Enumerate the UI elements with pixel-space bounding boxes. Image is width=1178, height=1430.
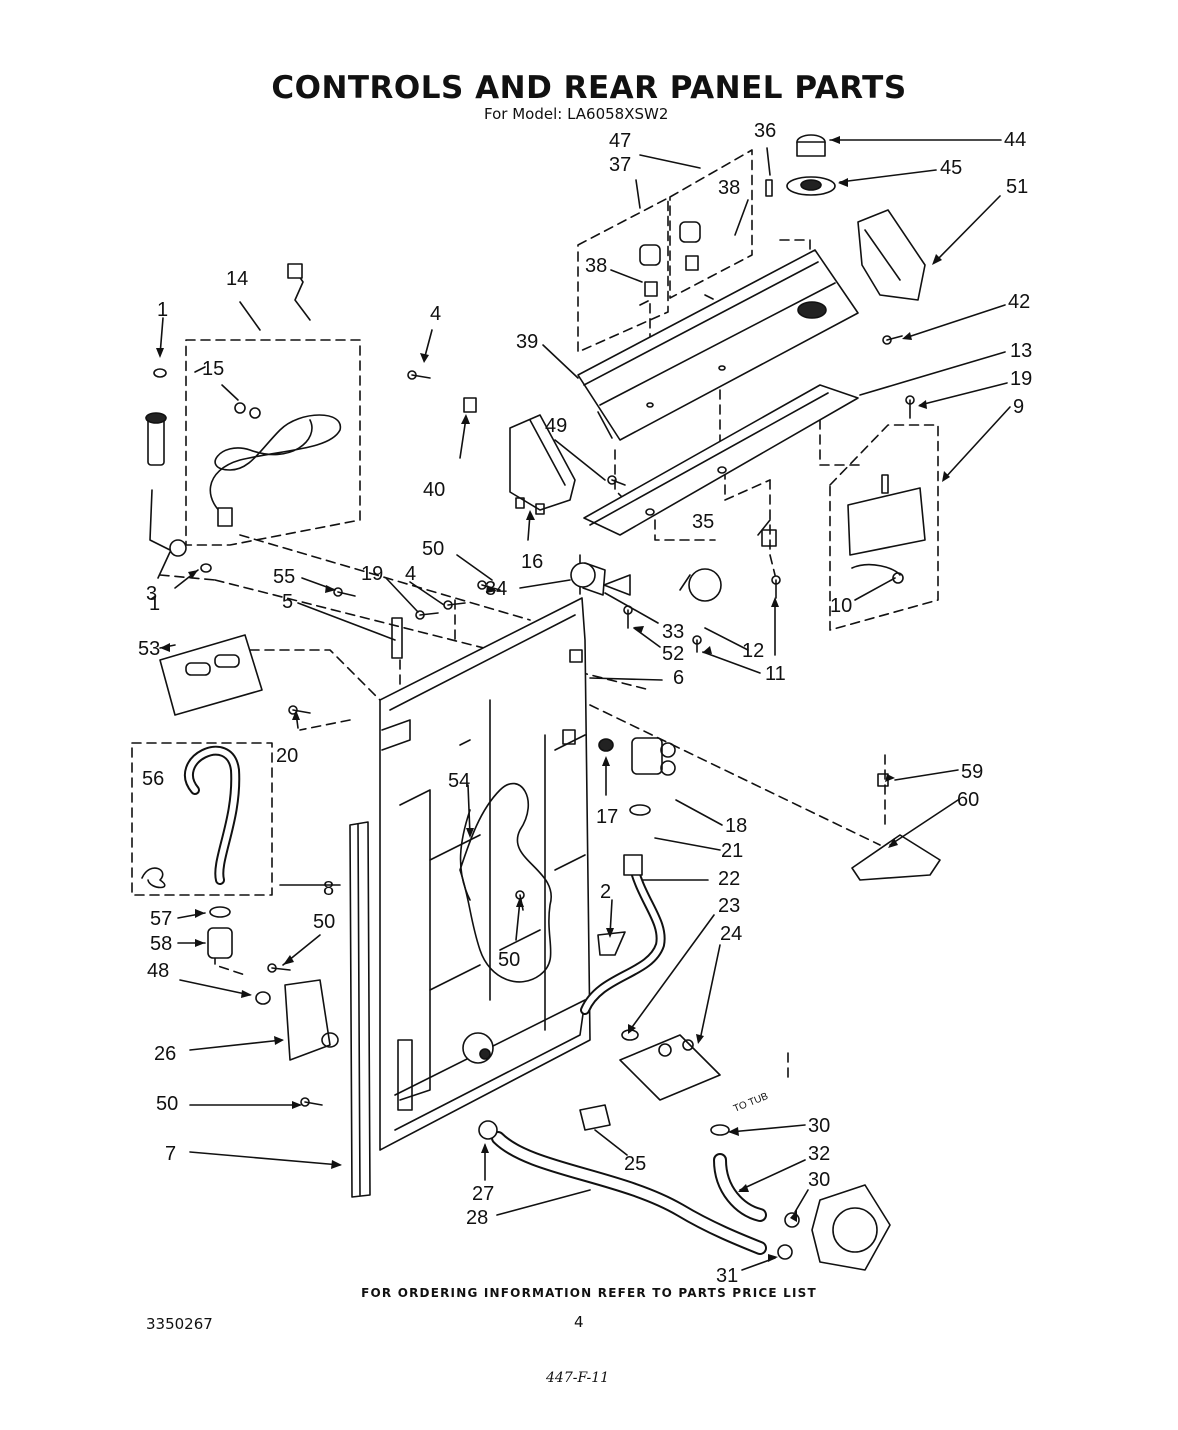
callout-32: 32	[808, 1143, 830, 1165]
callout-6: 6	[673, 667, 684, 689]
callout-18: 18	[725, 815, 747, 837]
callout-58: 58	[150, 933, 172, 955]
callout-54: 54	[448, 770, 470, 792]
callout-16: 16	[521, 551, 543, 573]
callout-56: 56	[142, 768, 164, 790]
page-title: CONTROLS AND REAR PANEL PARTS	[271, 70, 907, 106]
callout-40: 40	[423, 479, 445, 501]
callout-labels: 1 1 2 3 4 4 5 6 7 8 9 10 11 12 13 14 15 …	[138, 120, 1032, 1287]
switch-51	[857, 209, 926, 301]
power-cord-group-box	[185, 339, 361, 546]
callout-60: 60	[957, 789, 979, 811]
callout-28: 28	[466, 1207, 488, 1229]
callout-17: 17	[596, 806, 618, 828]
callout-50: 50	[498, 949, 520, 971]
callout-38: 38	[718, 177, 740, 199]
callout-48: 48	[147, 960, 169, 982]
callout-10: 10	[830, 595, 852, 617]
drain-hose-group-box	[131, 742, 273, 896]
pump	[811, 1184, 891, 1271]
to-tub-label: TO TUB	[732, 1091, 770, 1115]
power-cord	[209, 414, 341, 521]
callout-5: 5	[282, 591, 293, 613]
bracket-60	[851, 834, 941, 881]
callout-4: 4	[405, 563, 416, 585]
callout-1: 1	[157, 299, 168, 321]
callout-4: 4	[430, 303, 441, 325]
callout-8: 8	[323, 878, 334, 900]
callout-22: 22	[718, 868, 740, 890]
callout-13: 13	[1010, 340, 1032, 362]
callout-26: 26	[154, 1043, 176, 1065]
callout-50: 50	[156, 1093, 178, 1115]
callout-53: 53	[138, 638, 160, 660]
callout-25: 25	[624, 1153, 646, 1175]
knob-group-box-47	[669, 149, 753, 299]
handwritten-note: 447-F-11	[546, 1370, 610, 1386]
callout-30: 30	[808, 1115, 830, 1137]
callout-23: 23	[718, 895, 740, 917]
water-valve	[631, 737, 663, 775]
control-console	[577, 249, 859, 441]
callout-11: 11	[765, 663, 786, 685]
knob-group-box-37	[577, 197, 669, 353]
callout-12: 12	[742, 640, 764, 662]
timer	[847, 487, 926, 556]
callout-52: 52	[662, 643, 684, 665]
callout-39: 39	[516, 331, 538, 353]
callout-51: 51	[1006, 176, 1028, 198]
callout-33: 33	[662, 621, 684, 643]
drain-hose	[184, 745, 241, 885]
callout-30: 30	[808, 1169, 830, 1191]
callout-38: 38	[585, 255, 607, 277]
bracket-26	[284, 979, 331, 1061]
model-subtitle: For Model: LA6058XSW2	[484, 105, 669, 123]
callout-37: 37	[609, 154, 631, 176]
callout-2: 2	[600, 881, 611, 903]
rear-panel	[379, 597, 591, 1151]
callout-15: 15	[202, 358, 224, 380]
callout-9: 9	[1013, 396, 1024, 418]
pressure-switch	[688, 568, 722, 602]
callout-57: 57	[150, 908, 172, 930]
timer-group-box	[829, 424, 939, 631]
callout-1: 1	[149, 593, 160, 615]
callout-21: 21	[721, 840, 743, 862]
hose-bracket	[159, 634, 263, 716]
callout-3: 3	[146, 583, 157, 605]
callout-42: 42	[1008, 291, 1030, 313]
side-rail	[349, 821, 371, 1198]
end-cap	[509, 414, 576, 511]
callout-14: 14	[226, 268, 248, 290]
callout-47: 47	[609, 130, 631, 152]
callout-36: 36	[754, 120, 776, 142]
callout-49: 49	[545, 415, 567, 437]
callout-50: 50	[313, 911, 335, 933]
capacitor	[570, 562, 596, 588]
document-number: 3350267	[146, 1315, 213, 1333]
callout-50: 50	[422, 538, 444, 560]
callout-19: 19	[1010, 368, 1032, 390]
callout-55: 55	[273, 566, 295, 588]
callout-27: 27	[472, 1183, 494, 1205]
callout-31: 31	[716, 1265, 738, 1287]
page-number: 4	[574, 1313, 584, 1331]
callout-34: 34	[485, 578, 507, 600]
callout-45: 45	[940, 157, 962, 179]
callout-24: 24	[720, 923, 742, 945]
air-dome	[619, 1034, 721, 1101]
callout-59: 59	[961, 761, 983, 783]
callout-7: 7	[165, 1143, 176, 1165]
ordering-info-note: FOR ORDERING INFORMATION REFER TO PARTS …	[361, 1286, 817, 1300]
callout-35: 35	[692, 511, 714, 533]
callout-44: 44	[1004, 129, 1026, 151]
console-rail	[583, 384, 859, 536]
callout-19: 19	[361, 563, 383, 585]
callout-20: 20	[276, 745, 298, 767]
